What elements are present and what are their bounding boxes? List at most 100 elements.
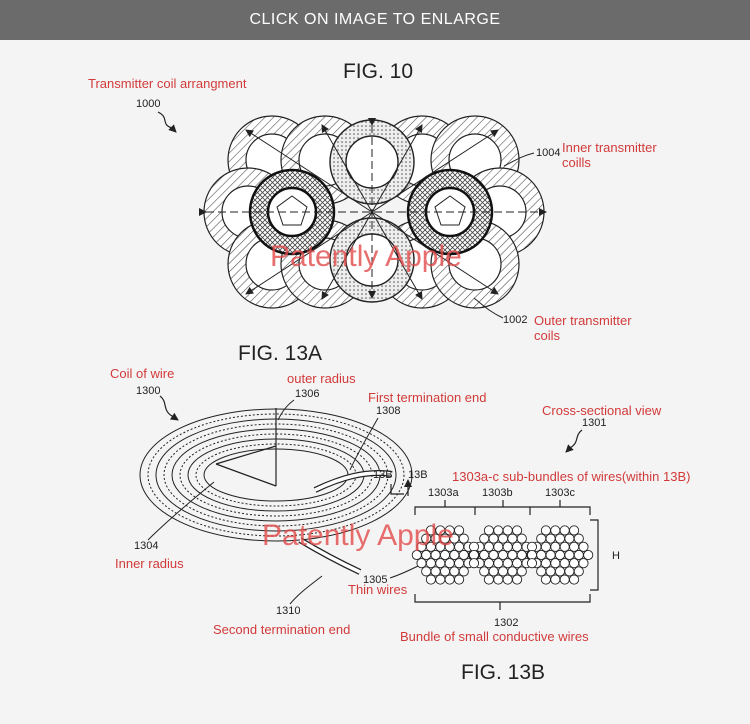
thin-wire <box>421 566 432 577</box>
thin-wire <box>454 525 465 536</box>
leader-1004 <box>503 152 535 167</box>
thin-wire <box>569 541 580 552</box>
thin-wire <box>573 566 584 577</box>
patent-figure[interactable]: FIG. 10 Transmitter coil arrangment 1000 <box>0 40 750 724</box>
fig13a-title: FIG. 13A <box>238 342 322 365</box>
thin-wire <box>516 533 527 544</box>
thin-wire <box>444 558 455 569</box>
thin-wire <box>564 566 575 577</box>
thin-wire <box>545 533 556 544</box>
label-sub-bundles: 1303a-c sub-bundles of wires(within 13B) <box>452 469 690 484</box>
thin-wire <box>507 533 518 544</box>
thin-wire <box>512 558 523 569</box>
label-cross-sectional-view: Cross-sectional view <box>542 403 662 418</box>
thin-wire <box>497 533 509 544</box>
thin-wire <box>488 566 499 577</box>
thin-wire <box>559 574 570 585</box>
thin-wire <box>454 558 465 569</box>
leader-1002 <box>473 297 504 319</box>
thin-wire <box>516 566 527 577</box>
thin-wire <box>559 525 570 536</box>
label-coil-of-wire: Coil of wire <box>110 366 174 381</box>
label-bundle: Bundle of small conductive wires <box>400 629 589 644</box>
thin-wire <box>502 574 513 585</box>
thin-wire <box>458 549 469 561</box>
leader-1301 <box>565 429 583 453</box>
label-inner-transmitter-1: Inner transmitter <box>562 140 657 155</box>
thin-wire <box>569 525 580 536</box>
sub-bundle-brackets <box>414 500 591 515</box>
leader-1306 <box>277 399 295 421</box>
thin-wire <box>516 549 527 561</box>
thin-wire <box>540 541 551 552</box>
watermark-top: Patently Apple <box>270 240 462 273</box>
ref-1303b: 1303b <box>482 487 513 499</box>
thin-wire <box>559 558 570 569</box>
ref-1004: 1004 <box>536 147 560 159</box>
thin-wire <box>540 574 551 585</box>
thin-wire <box>554 566 566 577</box>
label-first-termination: First termination end <box>368 390 487 405</box>
watermark-bottom: Patently Apple <box>262 519 454 552</box>
thin-wire <box>526 558 538 569</box>
ref-1303c: 1303c <box>545 487 575 499</box>
thin-wire <box>564 533 575 544</box>
coil-radius-lines <box>215 408 277 487</box>
thin-wire <box>449 566 460 577</box>
thin-wire <box>483 574 494 585</box>
thin-wire <box>540 525 551 536</box>
thin-wire <box>444 574 455 585</box>
thin-wire <box>425 558 436 569</box>
thin-wire <box>439 566 451 577</box>
fig10-title: FIG. 10 <box>343 60 413 83</box>
thin-wire <box>540 558 551 569</box>
thin-wire <box>488 549 499 561</box>
thin-wire <box>483 525 494 536</box>
label-outer-transmitter-1: Outer transmitter <box>534 313 632 328</box>
ref-1002: 1002 <box>503 314 527 326</box>
thin-wire <box>493 574 504 585</box>
ref-1301: 1301 <box>582 417 606 429</box>
label-second-termination: Second termination end <box>213 622 350 637</box>
leader-1300 <box>159 395 179 421</box>
ref-1308: 1308 <box>376 405 400 417</box>
wire-bundle-cross-section <box>411 525 594 585</box>
thin-wire <box>536 566 547 577</box>
thin-wire <box>497 549 509 561</box>
thin-wire <box>564 549 575 561</box>
section-line <box>390 484 404 495</box>
thin-wire <box>435 558 446 569</box>
thin-wire <box>458 533 469 544</box>
thin-wire <box>479 533 490 544</box>
leader-1305 <box>389 565 419 579</box>
thin-wire <box>483 558 494 569</box>
section-mark-13b-left: 13B <box>373 469 393 481</box>
thin-wire <box>493 558 504 569</box>
thin-wire <box>578 558 589 569</box>
ref-1304: 1304 <box>134 540 158 552</box>
ref-1305: 1305 <box>363 574 387 586</box>
thin-wire <box>578 541 589 552</box>
thin-wire <box>502 541 513 552</box>
label-transmitter-arrangement: Transmitter coil arrangment <box>88 76 247 91</box>
ref-1000: 1000 <box>136 98 160 110</box>
thin-wire <box>550 541 561 552</box>
leader-1310 <box>289 575 323 605</box>
ref-1300: 1300 <box>136 385 160 397</box>
thin-wire <box>430 566 441 577</box>
height-mark: H <box>612 550 620 562</box>
thin-wire <box>479 566 490 577</box>
enlarge-banner[interactable]: CLICK ON IMAGE TO ENLARGE <box>0 0 750 40</box>
thin-wire <box>507 549 518 561</box>
thin-wire <box>559 541 570 552</box>
thin-wire <box>483 541 494 552</box>
thin-wire <box>512 574 523 585</box>
thin-wire <box>573 533 584 544</box>
thin-wire <box>435 574 446 585</box>
leader-1308 <box>349 417 379 471</box>
ref-1302: 1302 <box>494 617 518 629</box>
thin-wire <box>512 525 523 536</box>
thin-wire <box>512 541 523 552</box>
height-bracket <box>590 519 599 591</box>
thin-wire <box>550 558 561 569</box>
